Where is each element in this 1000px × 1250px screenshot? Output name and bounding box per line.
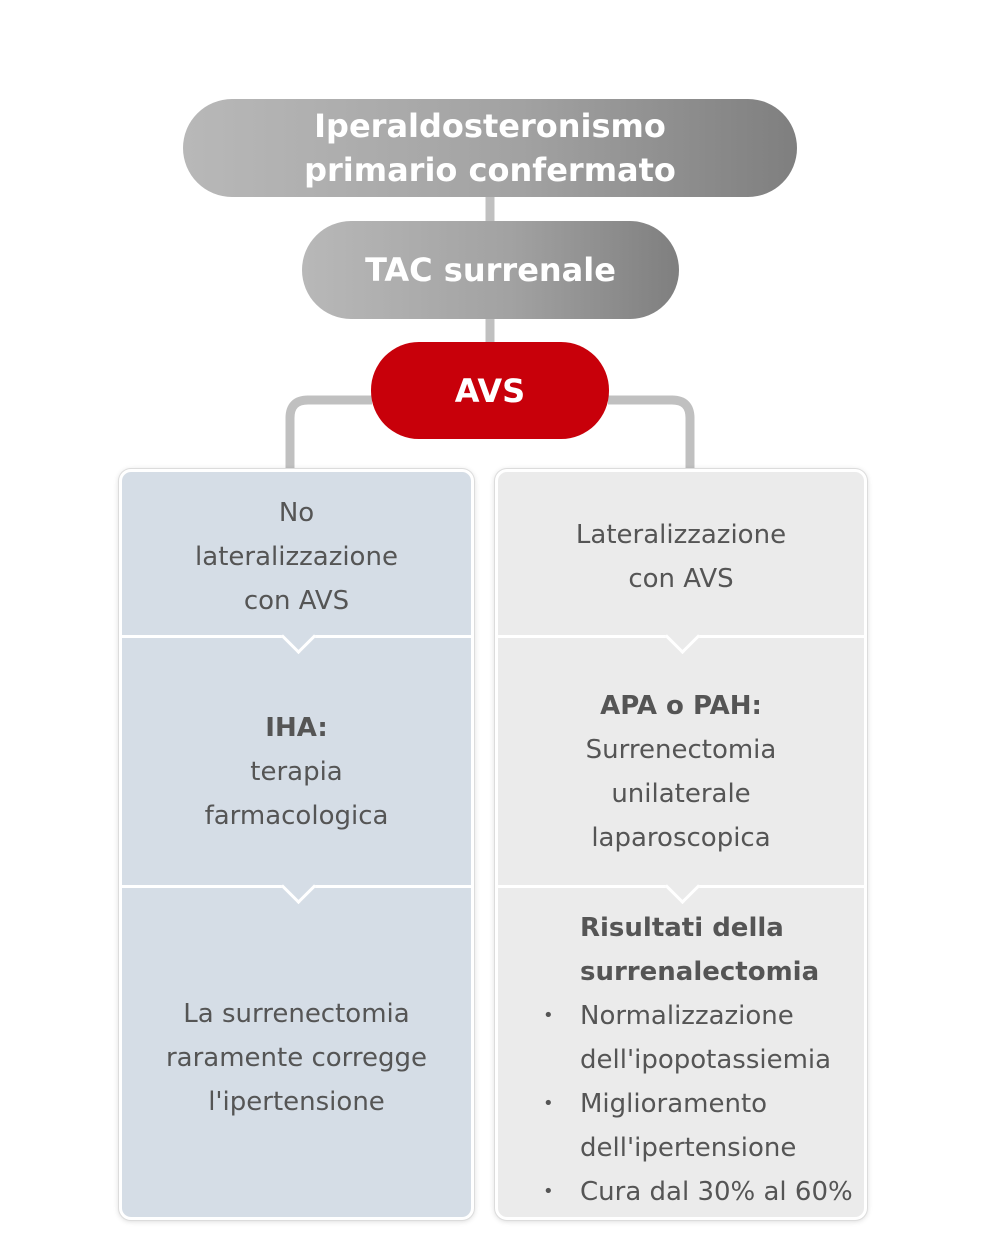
left-diagnosis: IHA: terapia farmacologica — [122, 658, 471, 886]
left-note: La surrenectomia raramente corregge l'ip… — [122, 908, 471, 1208]
step-ct-scan-label: TAC surrenale — [365, 251, 616, 289]
results-title-line2: surrenalectomia — [580, 957, 820, 987]
list-item: • Normalizzazione dell'ipopotassiemia — [538, 994, 853, 1082]
left-outcome-line1: No — [278, 498, 315, 528]
left-outcome: No lateralizzazione con AVS — [122, 482, 471, 632]
left-note-line3: l'ipertensione — [208, 1087, 385, 1117]
result-1-line1: Normalizzazione — [580, 1001, 794, 1031]
left-note-line2: raramente corregge — [165, 1043, 428, 1073]
step-confirmed-line2: primario confermato — [304, 151, 676, 189]
left-branch-panel: No lateralizzazione con AVS IHA: terapia… — [119, 469, 474, 1220]
step-avs: AVS — [371, 342, 609, 439]
step-avs-label: AVS — [454, 371, 526, 410]
right-outcome: Lateralizzazione con AVS — [498, 482, 864, 632]
right-branch-panel: Lateralizzazione con AVS APA o PAH: Surr… — [495, 469, 867, 1220]
bullet-icon: • — [543, 1093, 554, 1114]
right-diagnosis-line3: laparoscopica — [591, 823, 771, 853]
connector-avs-right — [608, 395, 695, 470]
left-outcome-line3: con AVS — [243, 586, 350, 616]
result-2-line2: dell'ipertensione — [580, 1133, 797, 1163]
result-3-line1: Cura dal 30% al 60% — [580, 1177, 853, 1207]
results-title-line1: Risultati della — [580, 913, 784, 943]
result-1-line2: dell'ipopotassiemia — [580, 1045, 832, 1075]
right-outcome-line1: Lateralizzazione — [575, 520, 787, 550]
left-diagnosis-line2: farmacologica — [204, 801, 389, 831]
right-outcome-line2: con AVS — [628, 564, 734, 594]
result-2-line1: Miglioramento — [580, 1089, 768, 1119]
left-outcome-line2: lateralizzazione — [195, 542, 398, 572]
left-diagnosis-title: IHA: — [265, 713, 328, 743]
left-diagnosis-line1: terapia — [250, 757, 343, 787]
results-title: Risultati della surrenalectomia — [580, 906, 850, 994]
step-confirmed-diagnosis: Iperaldosteronismo primario confermato — [183, 99, 797, 197]
results-list: • Normalizzazione dell'ipopotassiemia • … — [538, 994, 853, 1214]
right-diagnosis-title: APA o PAH: — [600, 691, 762, 721]
step-confirmed-line1: Iperaldosteronismo — [314, 107, 666, 145]
list-item: • Cura dal 30% al 60% — [538, 1170, 853, 1214]
right-diagnosis: APA o PAH: Surrenectomia unilaterale lap… — [498, 658, 864, 886]
step-ct-scan: TAC surrenale — [302, 221, 679, 319]
right-diagnosis-line2: unilaterale — [611, 779, 751, 809]
connector-avs-left — [285, 395, 372, 470]
bullet-icon: • — [543, 1181, 554, 1202]
right-results: Risultati della surrenalectomia • Normal… — [498, 892, 864, 1217]
bullet-icon: • — [543, 1005, 554, 1026]
list-item: • Miglioramento dell'ipertensione — [538, 1082, 853, 1170]
right-diagnosis-line1: Surrenectomia — [585, 735, 777, 765]
left-note-line1: La surrenectomia — [183, 999, 410, 1029]
